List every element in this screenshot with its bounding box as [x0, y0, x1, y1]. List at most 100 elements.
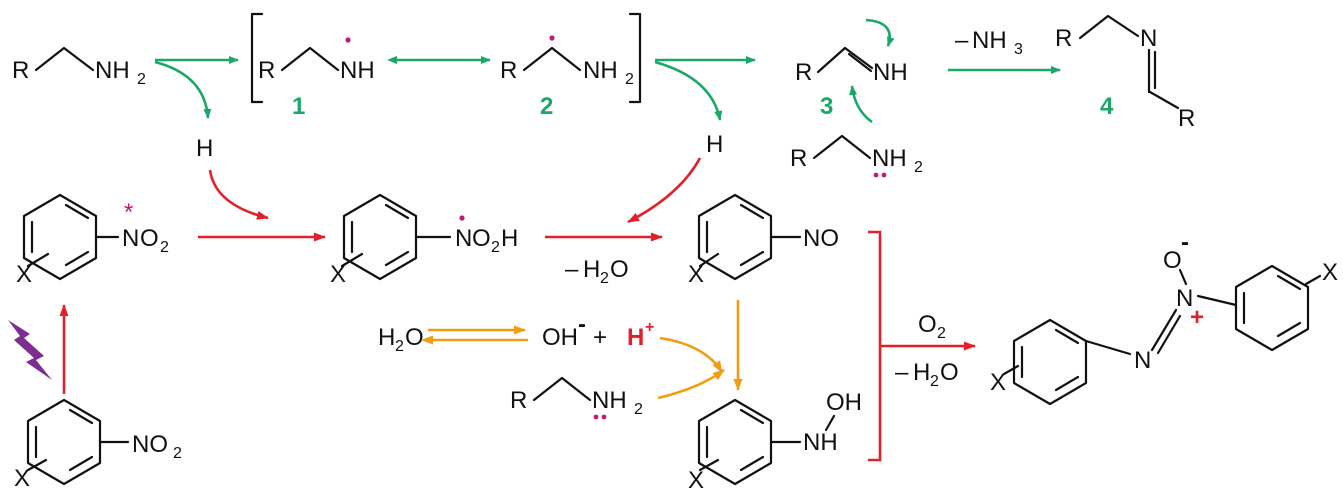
nh-label: NH [583, 57, 618, 84]
minus-sign: – [955, 27, 969, 54]
imine-product-4: R N R 4 [1055, 14, 1195, 132]
x-substituent: X [14, 465, 30, 492]
no-group: NO [803, 225, 839, 252]
proton-charge: + [645, 319, 654, 336]
x-substituent: X [330, 261, 346, 288]
radical-dot [549, 35, 555, 41]
o-atom: O [405, 324, 424, 351]
condensation-bracket [868, 230, 882, 462]
subscript: 2 [173, 445, 182, 462]
x-substituent: X [16, 261, 32, 288]
ground-nitroarene: X NO 2 [14, 398, 182, 492]
r-group: R [510, 387, 527, 414]
lone-pair-dot [881, 172, 887, 178]
subscript: 2 [914, 159, 923, 176]
positive-charge: + [1190, 304, 1204, 331]
o-atom: O [140, 225, 159, 252]
subscript: 2 [625, 71, 634, 88]
imine-3: R NH 3 [795, 18, 908, 124]
o-atom: O [1163, 247, 1182, 274]
r-group: R [790, 145, 807, 172]
lone-pair-dot [593, 414, 599, 420]
compound-number-3: 3 [820, 93, 833, 120]
o-atom: O [940, 359, 959, 386]
no-group: NO [132, 431, 168, 458]
h-atom: H [583, 256, 600, 283]
x-substituent: X [990, 369, 1006, 396]
n-atom: N [1176, 285, 1193, 312]
oh-label: OH [826, 389, 862, 416]
r-group: R [1055, 25, 1072, 52]
n-atom: N [455, 225, 472, 252]
subscript: 2 [634, 401, 643, 418]
r-group: R [1178, 105, 1195, 132]
lone-pair-dot [873, 172, 879, 178]
minus-water-label-1: – H 2 O [565, 256, 629, 287]
compound-number-1: 1 [292, 93, 305, 120]
radical-2: R NH 2 2 [500, 35, 634, 120]
subscript: 2 [160, 239, 169, 256]
subscript: 2 [395, 338, 404, 355]
lightning-icon [8, 320, 52, 380]
nh3-elimination: – NH 3 [948, 27, 1061, 74]
negative-charge: - [1181, 229, 1189, 256]
x-substituent: X [688, 467, 704, 494]
water-equilibrium: H 2 O OH - + H + [378, 311, 724, 373]
excited-nitroarene: X N O 2 * [16, 193, 169, 288]
nh-label: NH [592, 387, 627, 414]
oh-label: OH [542, 324, 578, 351]
nh-label: NH [873, 59, 908, 86]
o-atom: O [472, 225, 491, 252]
minus-sign: – [895, 359, 909, 386]
proton: H [627, 324, 644, 351]
plus-sign: + [593, 324, 607, 351]
subscript: 2 [137, 71, 146, 88]
bracket-right [628, 12, 642, 104]
n-atom: N [1140, 25, 1157, 52]
radical-1: R NH 1 [258, 37, 375, 120]
r-group: R [12, 57, 29, 84]
x-substituent: X [688, 261, 704, 288]
compound-number-4: 4 [1100, 93, 1114, 120]
amine-bottom: R NH 2 [510, 368, 725, 420]
lone-pair-dot [601, 414, 607, 420]
n-atom: N [1134, 347, 1151, 374]
amine-start: R NH 2 [12, 46, 146, 88]
h-atom: H [378, 324, 395, 351]
h-atom-right: H [706, 131, 723, 158]
nh-label: NH [340, 57, 375, 84]
nh-label: NH [803, 429, 838, 456]
h-atom-left: H [196, 135, 213, 162]
h-atom: H [501, 225, 518, 252]
x-substituent: X [1322, 259, 1338, 286]
o-atom: O [610, 256, 629, 283]
h-atom: H [913, 359, 930, 386]
nh-label: NH [95, 57, 130, 84]
hydroxylamine: X NH OH [688, 389, 862, 494]
minus-charge: - [578, 311, 586, 338]
subscript: 3 [1014, 41, 1023, 58]
subscript: 2 [491, 239, 500, 256]
nh-label: NH [872, 145, 907, 172]
r-group: R [258, 57, 275, 84]
nh-label: NH [972, 27, 1007, 54]
subscript: 2 [937, 325, 946, 342]
red-curve-1 [208, 169, 269, 220]
excited-star: * [124, 199, 133, 226]
subscript: 2 [600, 270, 609, 287]
condensation-label: O 2 – H 2 O [895, 311, 959, 390]
subscript: 2 [930, 373, 939, 390]
minus-sign: – [565, 256, 579, 283]
r-group: R [795, 59, 812, 86]
imine-amine: R NH 2 [790, 134, 923, 178]
bracket-left [250, 12, 264, 104]
nitro-radical-adduct: X N O 2 H [330, 193, 518, 288]
azoxybenzene-product: X N N + O - X [990, 229, 1338, 406]
o-atom: O [918, 311, 937, 338]
compound-number-2: 2 [540, 93, 553, 120]
green-arrow-2 [654, 56, 756, 121]
r-group: R [500, 57, 517, 84]
radical-dot [459, 215, 465, 221]
nitrosoarene: X NO [688, 193, 839, 288]
